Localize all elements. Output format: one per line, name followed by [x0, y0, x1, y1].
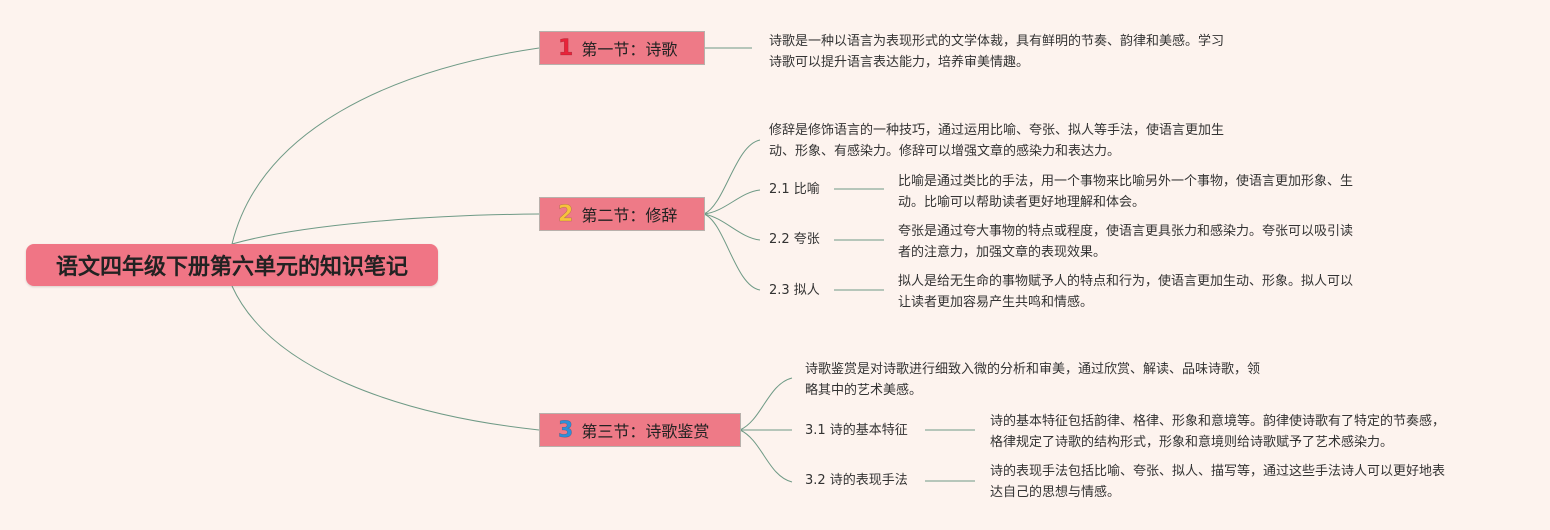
section-title: 第二节：修辞 [581, 206, 678, 225]
section-node-poetry-appreciation[interactable]: 3 第三节：诗歌鉴赏 [539, 413, 741, 447]
subtopic-description: 比喻是通过类比的手法，用一个事物来比喻另外一个事物，使语言更加形象、生 动。比喻… [898, 174, 1354, 210]
section-node-rhetoric[interactable]: 2 第二节：修辞 [539, 197, 705, 231]
root-title: 语文四年级下册第六单元的知识笔记 [55, 255, 408, 280]
section-title: 第三节：诗歌鉴赏 [581, 422, 710, 441]
section-node-poetry[interactable]: 1 第一节：诗歌 [539, 31, 705, 65]
subtopic-expression-techniques[interactable]: 3.2 诗的表现手法 [805, 473, 908, 488]
subtopic-description: 诗的表现手法包括比喻、夸张、拟人、描写等，通过这些手法诗人可以更好地表 达自己的… [990, 464, 1446, 500]
connector-root-sec3 [231, 285, 540, 431]
connector-sec2-item1 [703, 189, 761, 215]
connector-sec3-item2 [739, 429, 793, 483]
section-description: 诗歌鉴赏是对诗歌进行细致入微的分析和审美，通过欣赏、解读、品味诗歌，领 略其中的… [805, 362, 1261, 398]
subtopic-description: 夸张是通过夸大事物的特点或程度，使语言更具张力和感染力。夸张可以吸引读 者的注意… [898, 224, 1354, 260]
section-description: 诗歌是一种以语言为表现形式的文学体裁，具有鲜明的节奏、韵律和美感。学习 诗歌可以… [769, 34, 1225, 70]
subtopic-metaphor[interactable]: 2.1 比喻 [769, 182, 820, 197]
connector-sec2-item3 [703, 213, 761, 291]
connector-sec2-desc [703, 139, 761, 215]
number-2-icon: 2 [558, 201, 574, 227]
number-3-icon: 3 [558, 417, 574, 443]
subtopic-personification[interactable]: 2.3 拟人 [769, 283, 820, 298]
number-1-icon: 1 [558, 35, 574, 61]
connector-root-sec2 [231, 213, 540, 245]
section-title: 第一节：诗歌 [581, 40, 678, 59]
connector-root-sec1 [231, 47, 540, 245]
subtopic-description: 拟人是给无生命的事物赋予人的特点和行为，使语言更加生动、形象。拟人可以 让读者更… [898, 274, 1354, 310]
root-node[interactable]: 语文四年级下册第六单元的知识笔记 [26, 244, 438, 286]
connector-sec3-desc [739, 377, 793, 431]
subtopic-basic-features[interactable]: 3.1 诗的基本特征 [805, 423, 908, 438]
connector-sec2-item2 [703, 213, 761, 241]
subtopic-hyperbole[interactable]: 2.2 夸张 [769, 232, 820, 247]
subtopic-description: 诗的基本特征包括韵律、格律、形象和意境等。韵律使诗歌有了特定的节奏感， 格律规定… [990, 414, 1446, 450]
section-description: 修辞是修饰语言的一种技巧，通过运用比喻、夸张、拟人等手法，使语言更加生 动、形象… [769, 123, 1225, 159]
